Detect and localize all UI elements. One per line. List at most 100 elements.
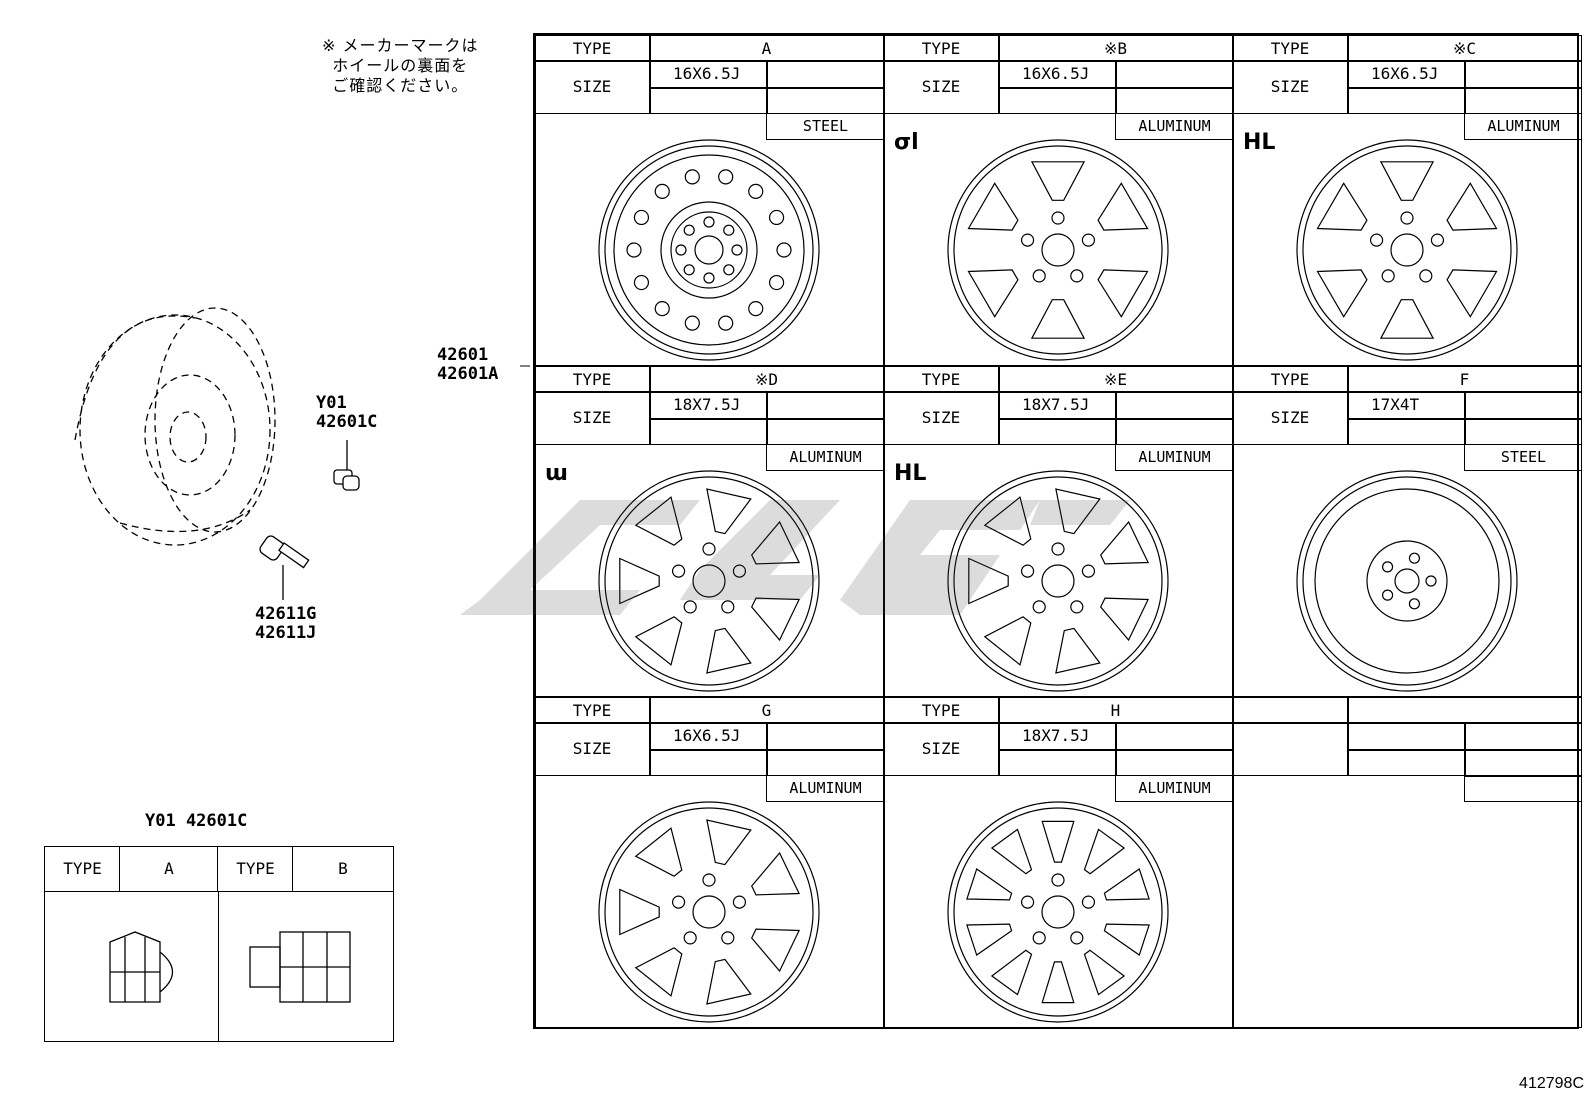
size-subrow bbox=[998, 749, 1233, 751]
wheel-size: 18X7.5J bbox=[1022, 395, 1090, 414]
size-subrow bbox=[649, 418, 884, 420]
wheel-size: 18X7.5J bbox=[673, 395, 741, 414]
wheel-material: ALUMINUM bbox=[1115, 776, 1233, 802]
tire-front bbox=[79, 314, 271, 546]
wheel-drawing bbox=[947, 470, 1169, 692]
type-row bbox=[1233, 35, 1582, 61]
wheel-drawing bbox=[1296, 470, 1518, 692]
wheel-type: ※C bbox=[1452, 39, 1477, 58]
valve-pn-2: 42611J bbox=[255, 623, 317, 643]
note-line-2: ホイールの裏面を bbox=[332, 56, 469, 75]
label-divider bbox=[1347, 366, 1349, 445]
label-divider bbox=[1347, 697, 1349, 776]
type-row bbox=[1233, 697, 1582, 723]
type-label: TYPE bbox=[572, 701, 612, 720]
type-label: TYPE bbox=[1270, 370, 1310, 389]
wheel-drawing bbox=[947, 801, 1169, 1023]
wheel-material: ALUMINUM bbox=[1464, 114, 1582, 140]
wheel-pn-2: 42601A bbox=[437, 364, 499, 384]
label-divider bbox=[649, 366, 651, 445]
size-label: SIZE bbox=[1270, 408, 1310, 427]
size-label: SIZE bbox=[572, 739, 612, 758]
label-divider bbox=[998, 35, 1000, 114]
type-row bbox=[535, 366, 884, 392]
size-label: SIZE bbox=[921, 408, 961, 427]
diagram-reference: 412798C bbox=[1519, 1075, 1584, 1092]
label-divider bbox=[998, 366, 1000, 445]
material-cell-empty bbox=[1464, 776, 1582, 802]
type-label: TYPE bbox=[1270, 39, 1310, 58]
type-label: TYPE bbox=[921, 370, 961, 389]
lug-nut-icon bbox=[333, 440, 360, 491]
wheel-size: 16X6.5J bbox=[1022, 64, 1090, 83]
acorn-nut-icon bbox=[109, 931, 174, 1003]
wheel-material: STEEL bbox=[1464, 445, 1582, 471]
wheel-pn-1: 42601 bbox=[437, 345, 489, 365]
nut-type-label-a: TYPE bbox=[63, 859, 102, 878]
wheel-part-number: 42601 42601A bbox=[437, 346, 498, 384]
nut-type-table: TYPE A TYPE B bbox=[44, 846, 394, 1042]
wheel-type: G bbox=[761, 701, 772, 720]
wheel-drawing bbox=[947, 139, 1169, 361]
wheel-type: F bbox=[1459, 370, 1470, 389]
valve-stem-icon bbox=[259, 535, 310, 600]
label-divider bbox=[998, 697, 1000, 776]
nut-prefix: Y01 bbox=[316, 393, 347, 413]
type-row bbox=[884, 697, 1233, 723]
size-label: SIZE bbox=[572, 77, 612, 96]
size-subrow bbox=[1347, 749, 1582, 751]
wheel-size: 17X4T bbox=[1371, 395, 1420, 414]
type-row bbox=[884, 35, 1233, 61]
valve-part-number: 42611G 42611J bbox=[255, 605, 316, 643]
maker-mark: HL bbox=[894, 461, 927, 486]
wheel-material: ALUMINUM bbox=[1115, 445, 1233, 471]
size-label: SIZE bbox=[921, 739, 961, 758]
tire-assembly-drawing bbox=[74, 307, 530, 600]
size-label: SIZE bbox=[1270, 77, 1310, 96]
watermark-logo bbox=[460, 500, 1130, 615]
wheel-drawing bbox=[1296, 139, 1518, 361]
size-subrow bbox=[649, 87, 884, 89]
type-label: TYPE bbox=[921, 701, 961, 720]
type-label: TYPE bbox=[921, 39, 961, 58]
wheel-type: ※D bbox=[754, 370, 779, 389]
wheel-size: 18X7.5J bbox=[1022, 726, 1090, 745]
note-line-1: ※ メーカーマークは bbox=[322, 36, 479, 55]
nut-type-a: A bbox=[164, 859, 174, 878]
wheel-drawing bbox=[598, 470, 820, 692]
wheel-drawing bbox=[598, 801, 820, 1023]
maker-mark: HL bbox=[1243, 130, 1276, 155]
wheel-size: 16X6.5J bbox=[673, 726, 741, 745]
wheel-type: H bbox=[1110, 701, 1121, 720]
wheel-material: STEEL bbox=[766, 114, 884, 140]
wheel-material: ALUMINUM bbox=[766, 776, 884, 802]
wheel-material: ALUMINUM bbox=[1115, 114, 1233, 140]
wheel-material: ALUMINUM bbox=[766, 445, 884, 471]
label-divider bbox=[649, 35, 651, 114]
size-subrow bbox=[1347, 87, 1582, 89]
maker-mark-note: ※ メーカーマークは ホイールの裏面を ご確認ください。 bbox=[322, 36, 479, 96]
size-label: SIZE bbox=[921, 77, 961, 96]
wheel-type: A bbox=[761, 39, 772, 58]
type-row bbox=[535, 697, 884, 723]
wheel-type-grid: TYPE A SIZE 16X6.5J STEEL TYPE ※B SIZE 16X6.5J AL… bbox=[533, 33, 1582, 1029]
maker-mark: σl bbox=[894, 130, 919, 155]
type-row bbox=[884, 366, 1233, 392]
size-subrow bbox=[649, 749, 884, 751]
nut-table-title: Y01 42601C bbox=[145, 811, 248, 831]
size-subrow bbox=[998, 87, 1233, 89]
wheel-type: ※E bbox=[1103, 370, 1128, 389]
size-label: SIZE bbox=[572, 408, 612, 427]
label-divider bbox=[649, 697, 651, 776]
size-subrow bbox=[998, 418, 1233, 420]
wheel-drawing bbox=[598, 139, 820, 361]
valve-pn-1: 42611G bbox=[255, 604, 317, 624]
nut-type-b: B bbox=[338, 859, 348, 878]
wheel-type: ※B bbox=[1103, 39, 1128, 58]
note-line-3: ご確認ください。 bbox=[332, 76, 469, 95]
flat-seat-nut-icon bbox=[249, 931, 351, 1003]
label-divider bbox=[1347, 35, 1349, 114]
size-subrow bbox=[1347, 418, 1582, 420]
type-row bbox=[535, 35, 884, 61]
nut-part-number: Y01 42601C bbox=[316, 394, 377, 432]
